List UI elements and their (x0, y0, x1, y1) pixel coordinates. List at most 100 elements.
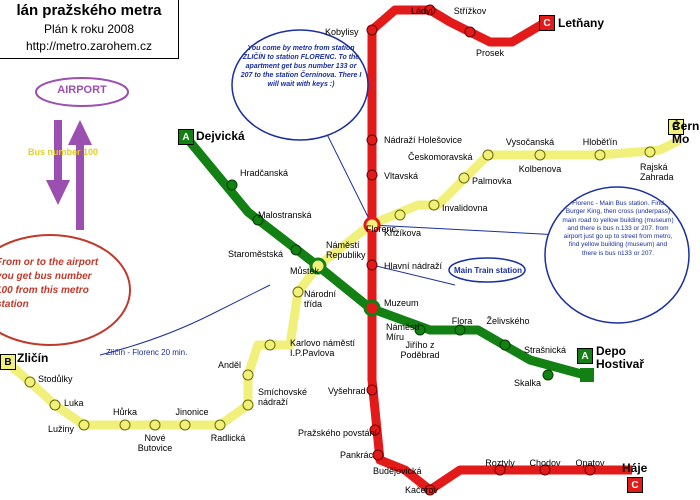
station-dot (78, 419, 90, 431)
station-namesti-republiky: Náměstí Republiky (326, 240, 366, 260)
station-nadrazi-holesovice: Nádraží Holešovice (384, 135, 463, 145)
directions-callout (231, 29, 369, 141)
terminal-haje: Háje (622, 461, 648, 475)
station-dot (226, 179, 238, 191)
station-roztyly: Roztyly (485, 458, 515, 468)
station-hurka: Hůrka (112, 407, 138, 417)
station-dot (424, 4, 436, 16)
station-dot (214, 419, 226, 431)
station-dot (242, 399, 254, 411)
station-chodov: Chodov (529, 458, 561, 468)
station-dot (119, 419, 131, 431)
station-budejovicka: Budějovická (373, 466, 422, 476)
florenc-note: Florenc - Main Bus station. Find Burger … (562, 200, 674, 257)
station-dot (454, 324, 466, 336)
station-dot (428, 199, 440, 211)
airport-bus-label: Bus number 100 (28, 147, 99, 157)
station-dot (49, 399, 61, 411)
arrow-up-icon (68, 120, 92, 230)
station-vysocanska: Vysočanská (505, 137, 555, 147)
station-zelivskeho: Želivského (486, 316, 530, 326)
badge-a-dejvicka: A (178, 129, 194, 145)
station-opatov: Opatov (575, 458, 605, 468)
route-time-note: Zličín - Florenc 20 min. (106, 348, 188, 357)
airport-callout (35, 77, 129, 107)
station-ceskomoravska: Českomoravská (408, 152, 473, 162)
station-dot (366, 24, 378, 36)
station-ladvi: Ládví (410, 6, 434, 16)
station-pavlova: I.P.Pavlova (290, 348, 335, 358)
station-dot (464, 26, 476, 38)
station-jiriho: Jiřího z Poděbrad (400, 340, 440, 360)
station-dot (242, 369, 254, 381)
station-luziny: Lužiny (48, 424, 75, 434)
badge-a-depo: A (577, 348, 593, 364)
station-prosek: Prosek (475, 48, 505, 58)
train-callout (448, 257, 526, 283)
station-skalka: Skalka (514, 378, 542, 388)
florenc-callout (544, 186, 690, 324)
map-url: http://metro.zarohem.cz (25, 39, 153, 53)
terminal-zlicin: Zličín (17, 351, 49, 365)
station-dot (179, 419, 191, 431)
station-hloubetin: Hloběťín (582, 137, 618, 147)
badge-c-haje: C (627, 477, 643, 493)
station-dot (494, 464, 506, 476)
station-dot (482, 149, 494, 161)
station-dot (366, 384, 378, 396)
station-dot (594, 149, 606, 161)
station-nove-butovice: Nové Butovice (137, 433, 173, 453)
station-rajska: Rajská Zahrada (640, 162, 674, 182)
station-namesti-miru: Náměstí Míru (386, 322, 420, 342)
station-mustek: Můstek (290, 266, 320, 276)
station-dot (149, 419, 161, 431)
transfer-station (363, 299, 381, 317)
station-dot (366, 169, 378, 181)
station-muzeum: Muzeum (384, 298, 419, 308)
station-dot (292, 286, 304, 298)
station-flora: Flora (451, 316, 473, 326)
station-dot (424, 484, 436, 496)
station-dot (458, 172, 470, 184)
connector-line (371, 224, 561, 236)
badge-b-zlicin: B (0, 354, 16, 370)
station-prazskeho: Pražského povstání (298, 428, 378, 438)
station-dot (372, 449, 384, 461)
directions-note: You come by metro from station ZLIČÍN to… (240, 45, 362, 88)
station-dot (542, 369, 554, 381)
map-title: lán pražského metra (16, 2, 162, 19)
station-dot (366, 259, 378, 271)
terminal-letnany: Letňany (558, 16, 605, 30)
station-malostranska: Malostranská (258, 210, 312, 220)
terminal-dejvicka: Dejvická (196, 129, 245, 143)
transfer-station (309, 257, 327, 275)
station-markers (24, 146, 656, 431)
station-dot (414, 324, 426, 336)
station-dot (539, 464, 551, 476)
station-dot (499, 339, 511, 351)
station-krizikova: Křižíkova (384, 228, 422, 238)
station-dot (644, 146, 656, 158)
station-luka: Luka (64, 398, 84, 408)
station-strizkov: Střížkov (453, 6, 487, 16)
terminal-depo: Depo Hostivař (596, 344, 645, 371)
station-dot (252, 214, 264, 226)
station-kolbenova: Kolbenova (518, 164, 562, 174)
station-strasnicka: Strašnická (524, 345, 567, 355)
station-florenc: Florenc (366, 224, 397, 234)
route-line (99, 284, 271, 356)
station-kacerov: Kačerov (405, 485, 439, 495)
station-hlavni-nadrazi: Hlavní nádraží (384, 261, 443, 271)
station-hradcanska: Hradčanská (240, 168, 289, 178)
station-dot (264, 339, 276, 351)
station-dot (394, 209, 406, 221)
station-jinonice: Jinonice (175, 407, 209, 417)
terminal-cerny-most: Čern Mo (672, 119, 700, 146)
connector-line (371, 264, 456, 286)
station-dot (534, 149, 546, 161)
station-vysehrad: Vyšehrad (328, 386, 366, 396)
red-callout (0, 234, 131, 346)
transfer-station (363, 216, 381, 234)
station-invalidovna: Invalidovna (442, 203, 488, 213)
badge-c-letnany: C (539, 15, 555, 31)
